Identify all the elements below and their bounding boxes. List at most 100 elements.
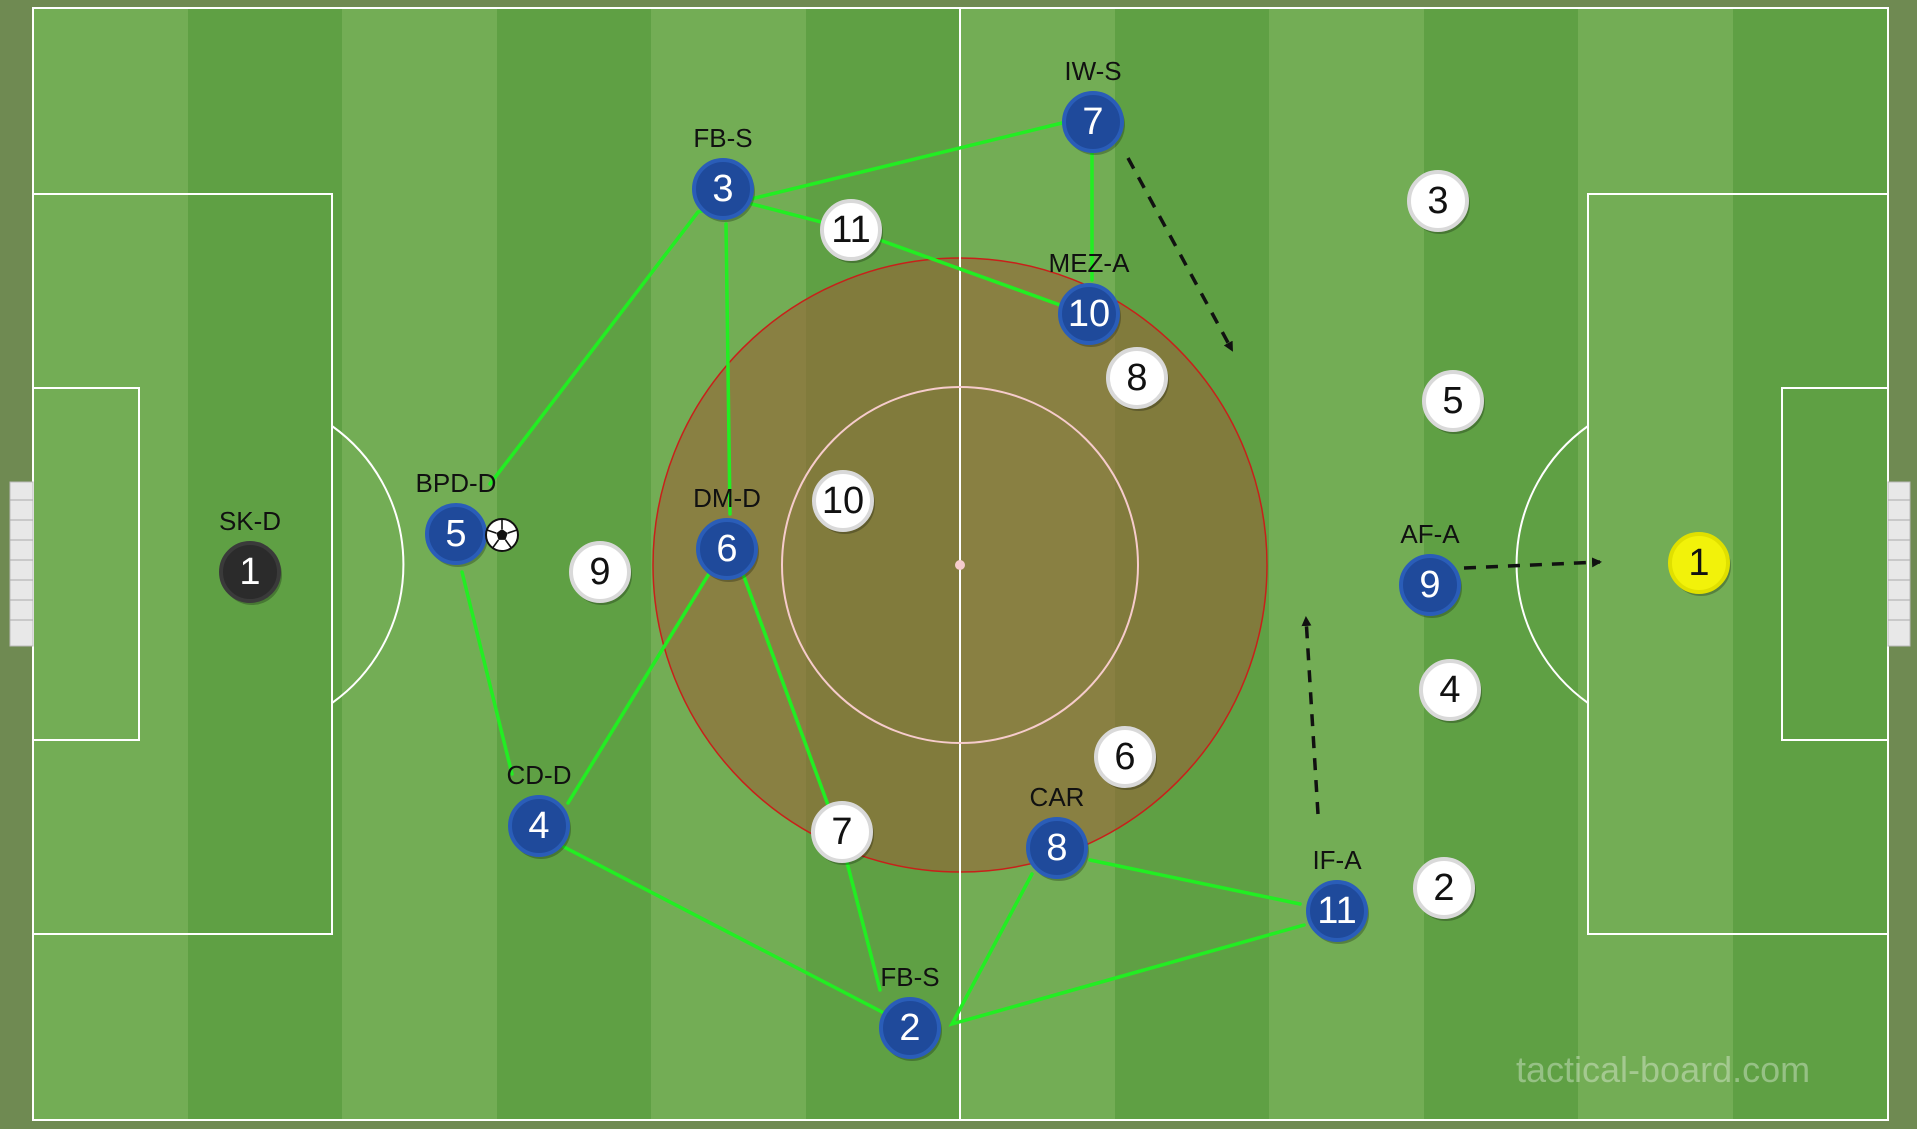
home-player-8[interactable]: 8 CAR [1026,782,1089,881]
player-token [1668,532,1730,594]
player-role-label: CAR [1030,782,1085,812]
home-player-4[interactable]: 4 CD-D [507,760,572,859]
soccer-ball-icon[interactable] [485,518,519,552]
player-number: 11 [1317,890,1356,932]
player-role-label: BPD-D [416,468,497,498]
player-number: 8 [1046,827,1067,869]
player-number: 6 [716,528,737,570]
player-token [696,518,758,580]
home-player-3[interactable]: 3 FB-S [692,123,755,222]
home-player-5[interactable]: 5 BPD-D [416,468,497,567]
away-player-9[interactable]: 9 [569,541,632,605]
player-number: 4 [1439,669,1460,711]
player-role-label: AF-A [1400,519,1460,549]
player-token [692,158,754,220]
pitch-stripe [33,8,188,1120]
player-token [1413,857,1475,919]
away-player-2[interactable]: 2 [1413,857,1476,921]
player-role-label: CD-D [507,760,572,790]
player-number: 3 [712,168,733,210]
home-player-11[interactable]: 11 IF-A [1306,845,1369,944]
away-player-8[interactable]: 8 [1106,347,1169,411]
movement-arrow [1126,157,1234,352]
player-number: 8 [1126,357,1147,399]
player-number: 1 [239,551,260,593]
away-player-6[interactable]: 6 [1094,726,1157,790]
left-penalty-arc [331,425,405,704]
player-number: 7 [1082,101,1103,143]
player-number: 5 [445,513,466,555]
player-token [569,541,631,603]
pitch-stripe [1269,8,1424,1120]
passing-lane [724,222,732,516]
player-number: 9 [589,551,610,593]
passing-lane [562,845,886,1015]
player-role-label: FB-S [693,123,752,153]
home-player-1[interactable]: 1 SK-D [219,506,282,605]
player-number: 2 [899,1007,920,1049]
home-player-7[interactable]: 7 IW-S [1062,56,1125,155]
passing-lane [488,121,1064,486]
away-player-4[interactable]: 4 [1419,659,1482,723]
player-number: 9 [1419,564,1440,606]
player-token [508,795,570,857]
player-token [1094,726,1156,788]
watermark: tactical-board.com [1516,1049,1810,1090]
player-token [820,199,882,261]
player-number: 2 [1433,867,1454,909]
left-goal [9,481,34,647]
home-player-2[interactable]: 2 FB-S [879,962,942,1061]
movement-arrows [1126,157,1602,815]
movement-arrow [1301,616,1320,815]
passing-lane [1088,858,1302,906]
player-token [812,470,874,532]
player-number: 11 [831,209,870,251]
player-role-label: SK-D [219,506,281,536]
player-token [1306,880,1368,942]
player-role-label: IW-S [1064,56,1121,86]
away-player-10[interactable]: 10 [812,470,875,534]
player-number: 1 [1688,542,1709,584]
player-token [879,997,941,1059]
player-number: 5 [1442,380,1463,422]
home-player-6[interactable]: 6 DM-D [693,483,761,582]
home-player-10[interactable]: 10 MEZ-A [1049,248,1131,347]
passing-lane [948,872,1306,1027]
pitch-stripe [1733,8,1888,1120]
away-player-5[interactable]: 5 [1422,370,1485,434]
away-player-3[interactable]: 3 [1407,170,1470,234]
passing-lane [566,570,712,805]
player-role-label: DM-D [693,483,761,513]
away-player-1[interactable]: 1 [1668,532,1731,596]
player-number: 6 [1114,736,1135,778]
away-player-11[interactable]: 11 [820,199,883,263]
player-token [219,541,281,603]
home-player-9[interactable]: 9 AF-A [1399,519,1462,618]
player-token [1058,283,1120,345]
player-number: 10 [822,480,864,522]
player-token [1422,370,1484,432]
player-token [1026,817,1088,879]
player-number: 4 [528,805,549,847]
player-role-label: MEZ-A [1049,248,1131,278]
player-token [425,503,487,565]
player-token [1407,170,1469,232]
player-token [1062,91,1124,153]
center-spot [955,560,965,570]
player-number: 10 [1068,293,1110,335]
player-role-label: FB-S [880,962,939,992]
player-role-label: IF-A [1312,845,1362,875]
movement-arrow [1463,557,1602,570]
player-token [1399,554,1461,616]
player-number: 3 [1427,180,1448,222]
pitch-stripe [342,8,497,1120]
player-token [811,801,873,863]
player-token [1419,659,1481,721]
away-player-7[interactable]: 7 [811,801,874,865]
right-goal [1887,481,1911,647]
center-circle [781,386,1139,744]
player-number: 7 [831,811,852,853]
passing-lane [460,570,514,776]
players-layer: 1SK-D2FB-S3FB-S4CD-D5BPD-D6DM-D7IW-S8CAR… [219,56,1731,1061]
